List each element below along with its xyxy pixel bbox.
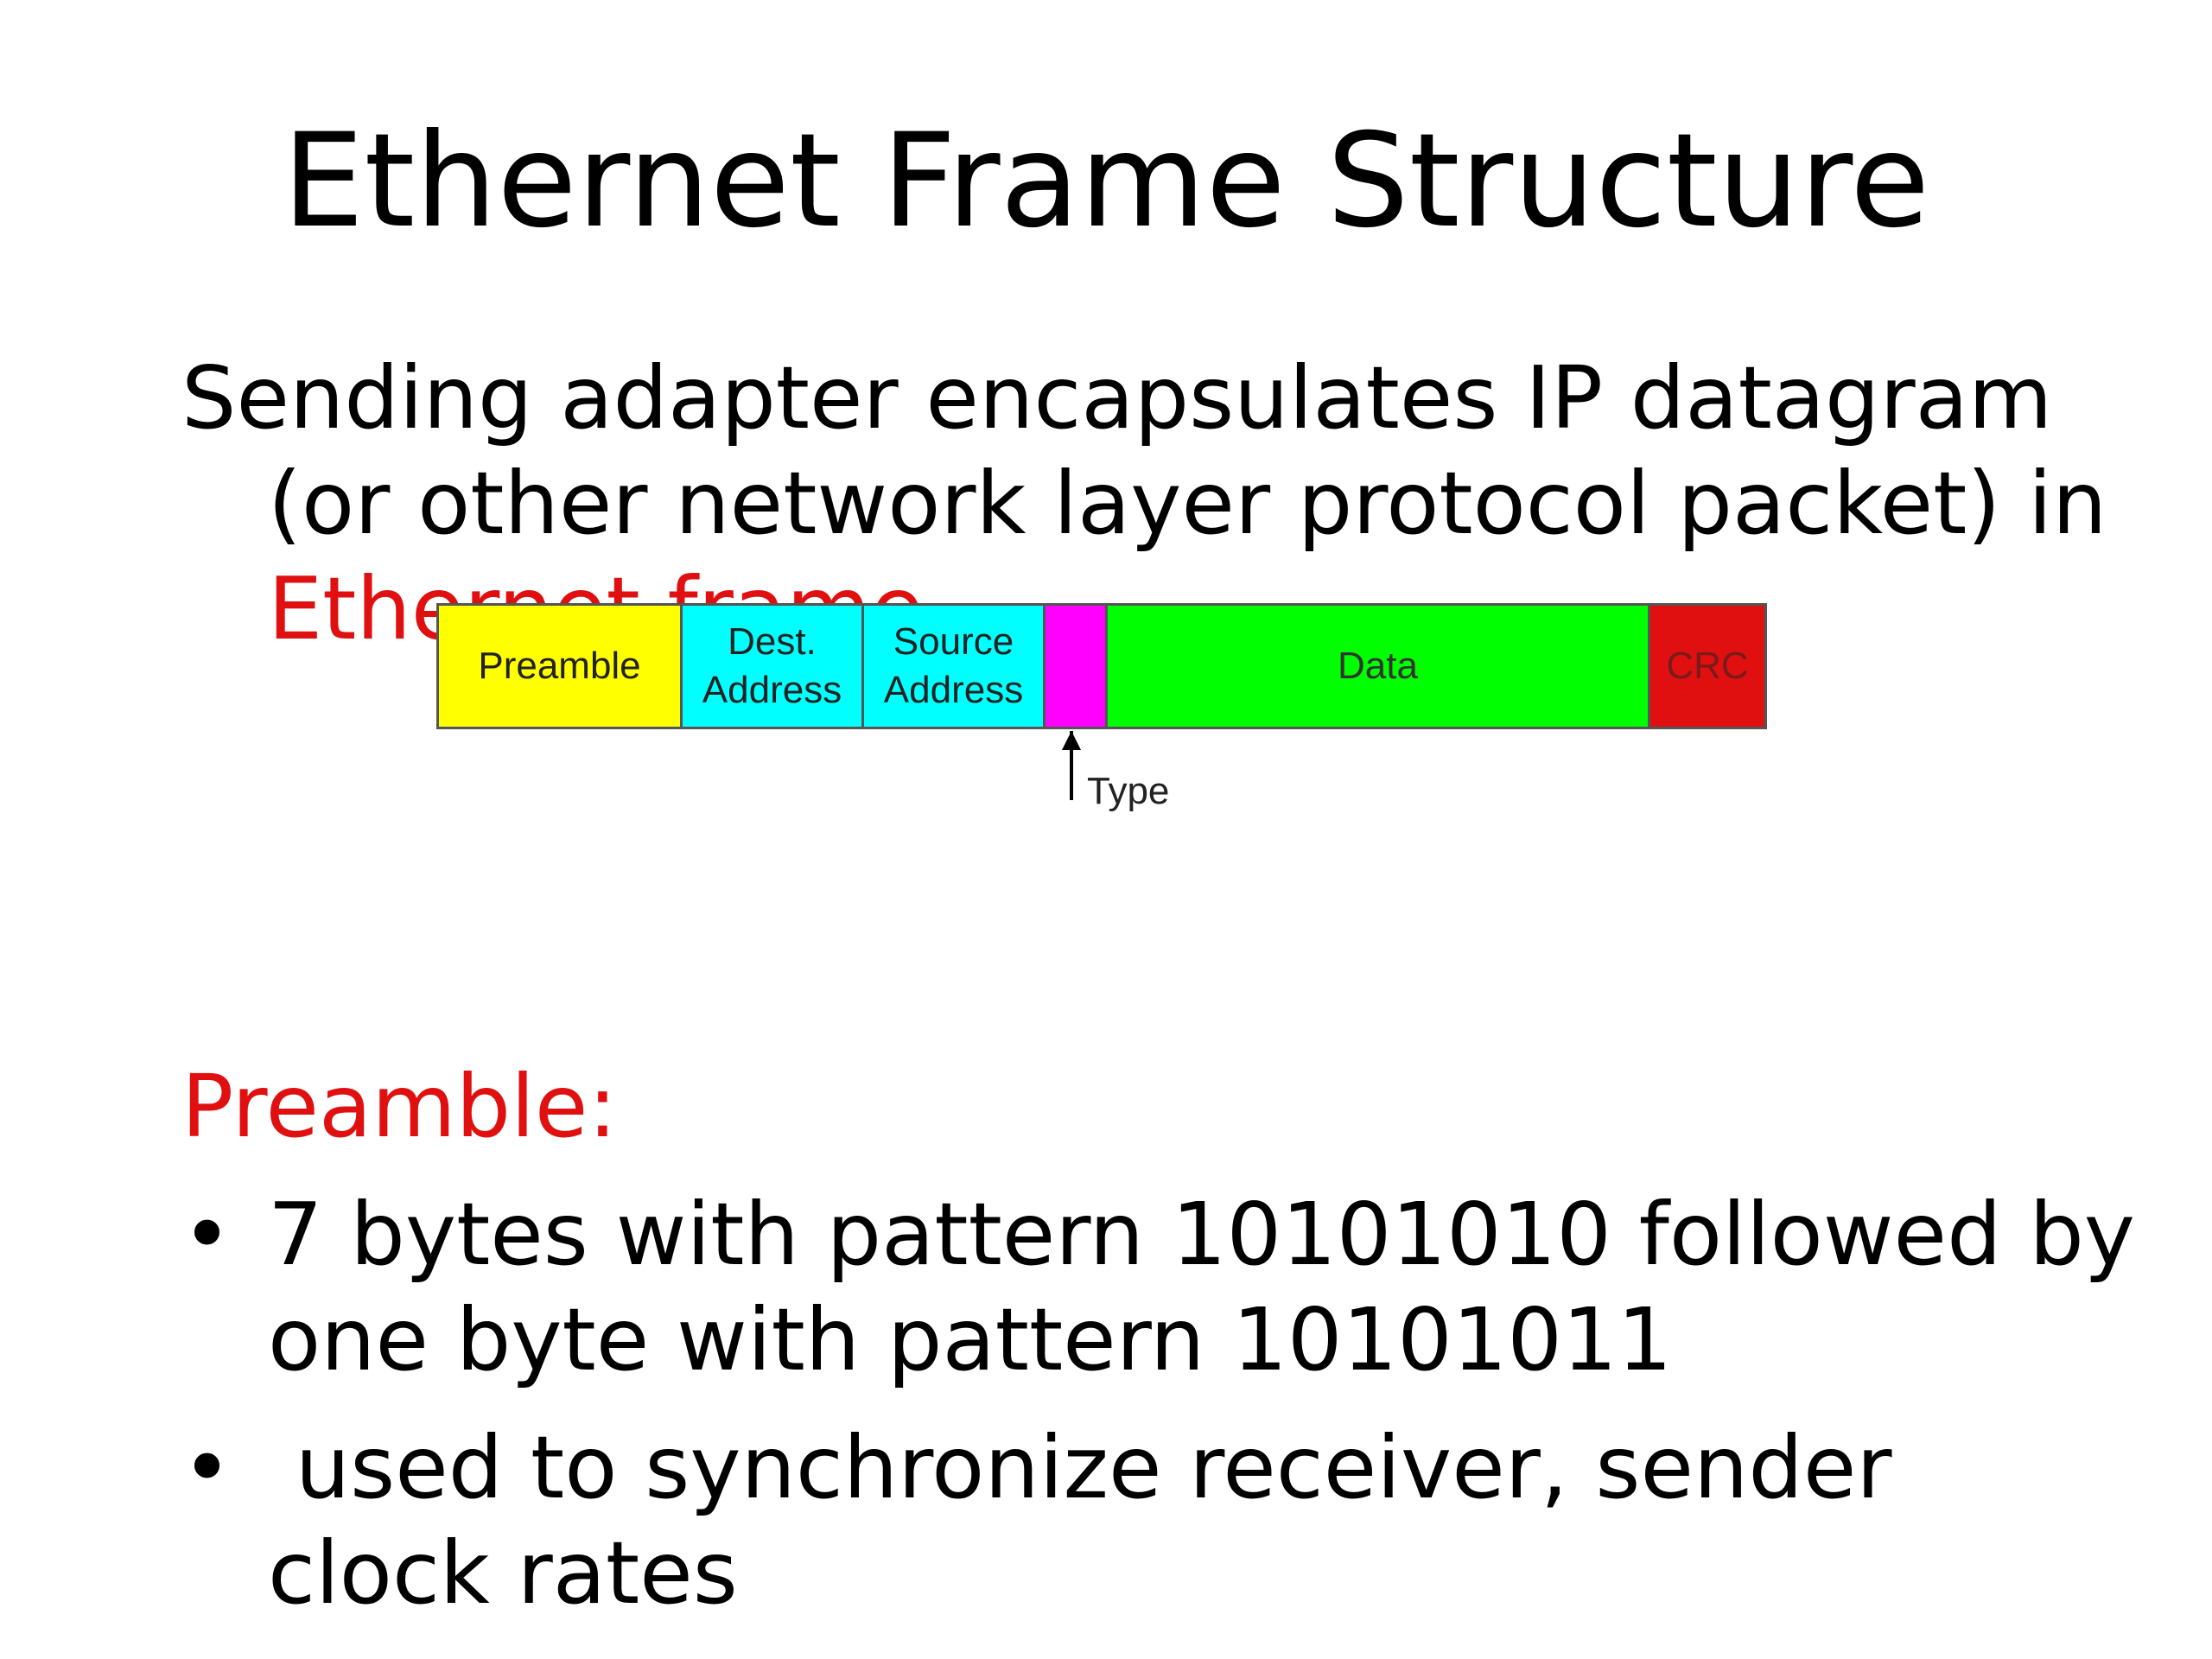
intro-line-2: (or other network layer protocol packet)… [268,453,2107,554]
slide-title: Ethernet Frame Structure [282,106,1930,257]
ethernet-frame-diagram: Preamble Dest. Address Source Address Da… [436,603,1767,729]
frame-field-label: Dest. [728,620,817,663]
bullet-list: • 7 bytes with pattern 10101010 followed… [181,1182,2135,1649]
intro-paragraph: Sending adapter encapsulates IP datagram… [181,346,2107,662]
bullet-text: used to synchronize receiver, sender clo… [268,1415,2135,1626]
bullet-icon: • [181,1184,232,1285]
frame-field-label: Preamble [478,645,641,687]
frame-field-dest-address: Dest. Address [683,606,864,727]
section-heading: Preamble: [181,1056,618,1157]
frame-field-type [1046,606,1108,727]
list-item: • used to synchronize receiver, sender c… [181,1415,2135,1626]
frame-field-preamble: Preamble [439,606,683,727]
type-pointer-line [1070,731,1073,800]
bullet-line: one byte with pattern 10101011 [268,1289,1673,1390]
bullet-line: used to synchronize receiver, sender [268,1417,1892,1518]
frame-field-crc: CRC [1650,606,1764,727]
frame-field-label: CRC [1666,645,1749,687]
type-label: Type [1087,770,1170,812]
frame-field-data: Data [1108,606,1650,727]
intro-line-1: Sending adapter encapsulates IP datagram [181,347,2053,448]
frame-field-label: Source [893,620,1014,663]
bullet-text: 7 bytes with pattern 10101010 followed b… [268,1182,2135,1393]
list-item: • 7 bytes with pattern 10101010 followed… [181,1182,2135,1393]
frame-field-label: Address [883,669,1024,711]
bullet-line: 7 bytes with pattern 10101010 followed b… [268,1184,2135,1285]
bullet-line: clock rates [268,1522,738,1624]
frame-field-label: Address [702,669,842,711]
frame-field-label: Data [1338,645,1418,687]
frame-field-source-address: Source Address [864,606,1046,727]
bullet-icon: • [181,1417,232,1518]
